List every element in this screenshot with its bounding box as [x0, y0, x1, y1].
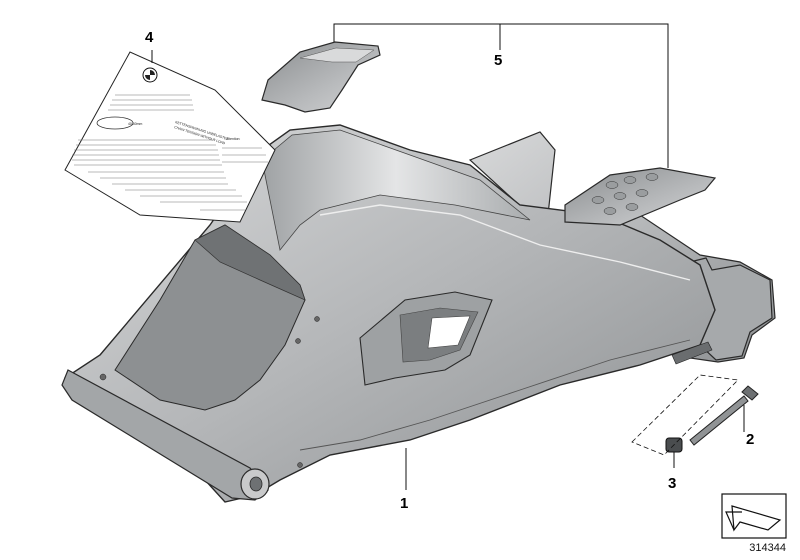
swing-arm-inner-wall [194, 224, 306, 301]
callout-1: 1 [400, 495, 408, 512]
swing-arm-rivet [99, 373, 107, 381]
cover-lower-part [564, 167, 717, 226]
swing-arm-top-surface [261, 129, 531, 251]
label-sticker-middle: 40-50mm [128, 122, 142, 126]
part-orientation-arrow-icon [721, 493, 787, 539]
swing-arm-pivot-tube-bore [249, 476, 263, 492]
callout-2: 2 [746, 431, 754, 448]
label-sticker-attention: Attention: [226, 137, 240, 141]
swing-arm-rivet [297, 462, 303, 468]
callout-3: 3 [668, 475, 676, 492]
bolt-part [689, 385, 759, 446]
bmw-logo-icon [142, 67, 158, 83]
swing-arm-upper-ridge [319, 204, 691, 281]
cover-lower-pads [591, 173, 659, 215]
swing-arm-rivet [295, 338, 301, 344]
callout-4: 4 [145, 29, 154, 46]
document-number: 314344 [749, 542, 786, 554]
label-sticker-chain-diagram [96, 116, 134, 130]
callout-5: 5 [494, 52, 502, 69]
swing-arm-rivet [314, 316, 320, 322]
label-sticker-text-lines [72, 94, 268, 211]
cover-upper-part [261, 41, 381, 113]
bolt-head [741, 385, 759, 401]
swing-arm-adjuster-slot [671, 341, 713, 365]
dash-axis-bolt [631, 374, 739, 456]
cover-upper-highlight [299, 47, 375, 63]
leader-lines [151, 23, 745, 490]
leader-line-5 [333, 23, 669, 168]
label-sticker-part: KETTENSPANNUNG UNBELASTET CHAIN TENSION … [64, 51, 276, 223]
swing-arm-window-hole [427, 315, 471, 349]
swing-arm-axle-fork [689, 257, 773, 361]
label-sticker-outline [64, 51, 276, 223]
swing-arm-lower-ridge [299, 339, 691, 451]
bolt-shaft [689, 395, 749, 446]
